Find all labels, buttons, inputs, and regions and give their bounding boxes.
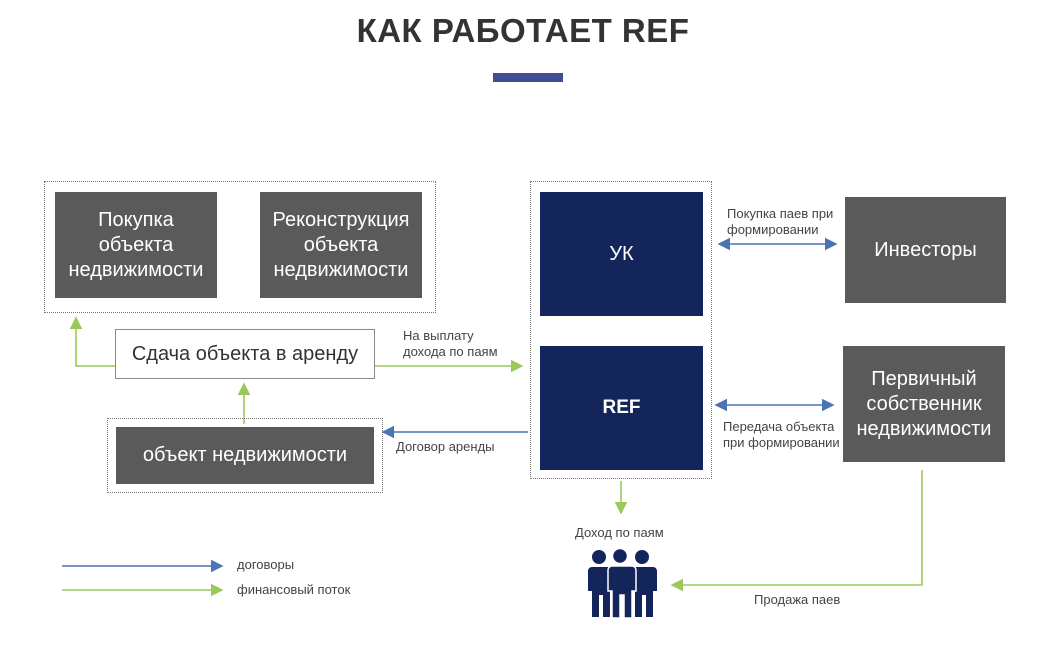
uk-label: УК xyxy=(609,242,634,265)
people-group-icon xyxy=(588,547,657,619)
owner-box: Первичный собственник недвижимости xyxy=(843,346,1005,462)
investors-box: Инвесторы xyxy=(845,197,1006,303)
property-box: объект недвижимости xyxy=(116,427,374,484)
buy-units-label: Покупка паев при формировании xyxy=(727,206,834,237)
rent-box: Сдача объекта в аренду xyxy=(115,329,375,379)
acquisition-group xyxy=(44,181,436,313)
reconstruction-box: Реконструкция объекта недвижимости xyxy=(260,192,422,298)
legend-contracts-label: договоры xyxy=(237,557,295,572)
lease-label: Договор аренды xyxy=(396,439,495,454)
payout-label: На выплату дохода по паям xyxy=(403,328,498,359)
sale-label: Продажа паев xyxy=(754,592,841,607)
title-underline xyxy=(493,73,563,82)
purchase-box: Покупка объекта недвижимости xyxy=(55,192,217,298)
arrow-rent-to-purchase xyxy=(69,316,116,367)
page-title: КАК РАБОТАЕТ REF xyxy=(356,12,690,49)
uk-box: УК xyxy=(540,192,703,316)
transfer-label: Передача объекта при формировании xyxy=(723,419,840,450)
arrow-sale xyxy=(670,470,923,592)
income-label: Доход по паям xyxy=(575,525,664,540)
property-group xyxy=(107,418,383,493)
ref-label: REF xyxy=(602,397,641,418)
fund-group xyxy=(530,181,712,479)
legend-financial-label: финансовый поток xyxy=(237,582,351,597)
ref-box: REF xyxy=(540,346,703,470)
